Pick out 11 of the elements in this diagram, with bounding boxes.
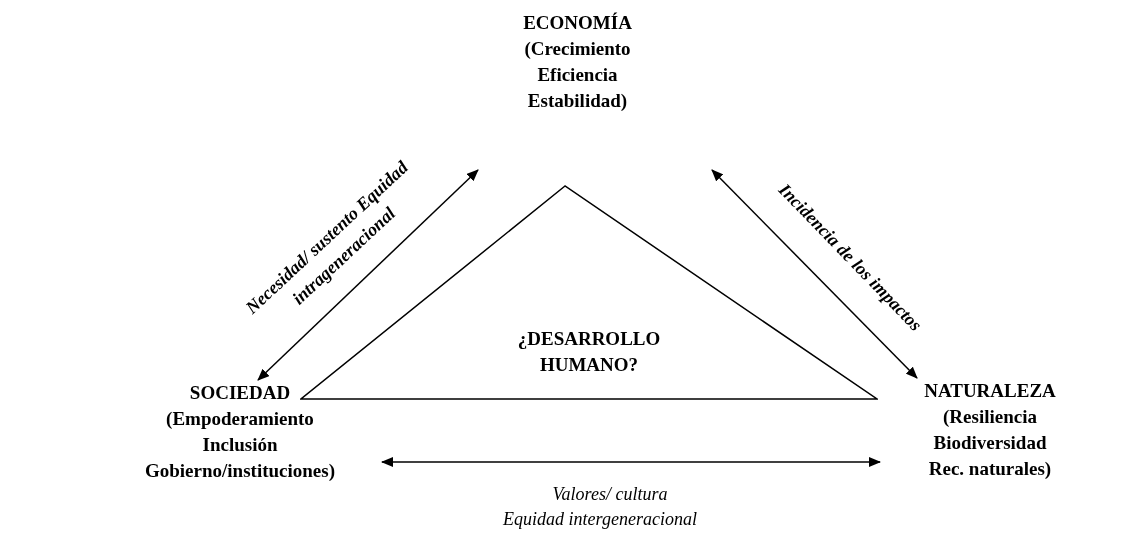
node-title: ECONOMÍA xyxy=(522,11,633,35)
node-description: (Crecimiento Eficiencia Estabilidad) xyxy=(523,37,632,113)
node-title: ¿DESARROLLO HUMANO? xyxy=(516,327,662,377)
double-arrow xyxy=(257,169,479,381)
node-description: (Resiliencia Biodiversidad Rec. naturales) xyxy=(927,405,1053,481)
node-title: NATURALEZA xyxy=(923,379,1057,403)
double-arrow xyxy=(381,457,881,467)
node-description: (Empoderamiento Inclusión Gobierno/instituciones) xyxy=(144,407,336,483)
node-title: SOCIEDAD xyxy=(188,381,292,405)
double-arrow xyxy=(711,169,918,379)
edge-label: Valores/ cultura Equidad intergeneracional xyxy=(502,483,698,531)
